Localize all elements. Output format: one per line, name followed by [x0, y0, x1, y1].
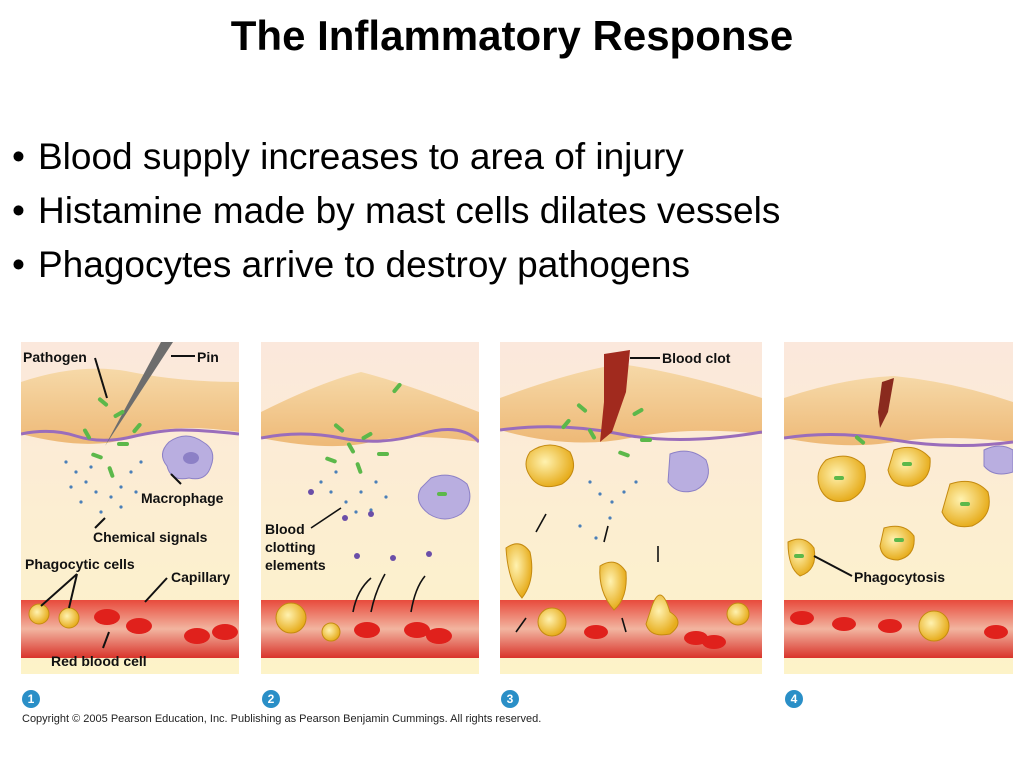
phagocytic-cell — [918, 610, 950, 642]
phagocytic-cell — [599, 561, 627, 611]
phagocytic-cell — [537, 607, 567, 637]
red-blood-cells — [790, 611, 1008, 639]
phagocytic-cell — [505, 543, 533, 599]
figure-panel-2: Blood clotting elements — [261, 342, 479, 674]
label-pathogen: Pathogen — [23, 349, 87, 365]
red-blood-cells — [94, 609, 238, 644]
label-elements: elements — [265, 557, 326, 573]
label-pin: Pin — [197, 349, 219, 365]
label-phagocytosis: Phagocytosis — [854, 569, 945, 585]
copyright-notice: Copyright © 2005 Pearson Education, Inc.… — [22, 713, 542, 725]
figure-panel-1: Pathogen Pin Macrophage Chemical signals… — [21, 342, 239, 674]
blood-clot-shape — [600, 350, 630, 442]
skin-layer — [261, 372, 479, 447]
label-red-blood-cell: Red blood cell — [51, 653, 147, 669]
step-number-1: 1 — [22, 690, 40, 708]
bullet-item: Phagocytes arrive to destroy pathogens — [12, 238, 780, 292]
phagocytic-cell — [321, 622, 341, 642]
label-blood-clot: Blood clot — [662, 350, 731, 366]
phagocytic-cell — [887, 446, 931, 487]
macrophage-cell — [417, 474, 471, 520]
label-macrophage: Macrophage — [141, 490, 224, 506]
chemical-signal-dots — [64, 460, 143, 514]
phagocytic-cell — [58, 607, 80, 629]
figure-panel-3: Blood clot — [500, 342, 762, 674]
bullet-item: Histamine made by mast cells dilates ves… — [12, 184, 780, 238]
phagocytic-cell — [645, 594, 679, 636]
skin-layer — [784, 376, 1013, 446]
label-blood: Blood — [265, 521, 305, 537]
migration-arrows — [515, 513, 659, 633]
clotting-element-dots — [308, 489, 432, 561]
macrophage-cell — [983, 445, 1013, 475]
phagocytic-cell — [525, 444, 575, 488]
phagocytic-cell — [879, 525, 915, 561]
label-capillary: Capillary — [171, 569, 230, 585]
bacteria-cluster — [83, 397, 142, 478]
bacteria-cluster — [325, 382, 402, 474]
phagocytic-cell — [275, 602, 307, 634]
bullet-list: Blood supply increases to area of injury… — [12, 130, 780, 292]
bullet-item: Blood supply increases to area of injury — [12, 130, 780, 184]
step-number-2: 2 — [262, 690, 280, 708]
step-number-3: 3 — [501, 690, 519, 708]
capillary-vessel — [500, 600, 762, 658]
pin-icon — [105, 342, 173, 446]
chemical-signal-dots — [578, 480, 638, 540]
red-blood-cells — [354, 622, 452, 644]
phagocytic-cell — [28, 603, 50, 625]
slide-title: The Inflammatory Response — [230, 12, 794, 59]
label-clotting: clotting — [265, 539, 316, 555]
chemical-signal-dots — [319, 470, 388, 514]
label-phagocytic-cells: Phagocytic cells — [25, 556, 135, 572]
phagocytic-cell — [726, 602, 750, 626]
macrophage-cell — [667, 450, 709, 493]
label-chemical-signals: Chemical signals — [93, 529, 208, 545]
bacteria-cluster — [794, 435, 970, 558]
bacteria-cluster — [561, 403, 652, 458]
step-number-4: 4 — [785, 690, 803, 708]
healing-wound — [878, 378, 894, 428]
red-blood-cells — [584, 625, 726, 649]
figure-panel-4: Phagocytosis — [784, 342, 1013, 674]
